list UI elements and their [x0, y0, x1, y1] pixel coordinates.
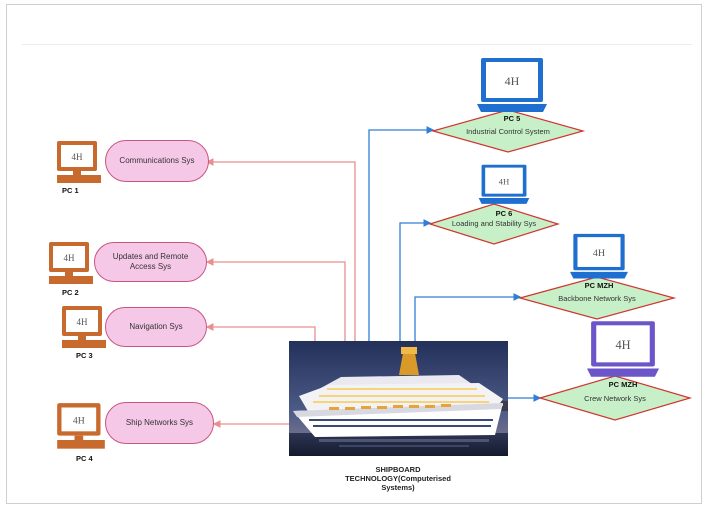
pill-updates-remote-access: Updates and Remote Access Sys	[94, 242, 207, 282]
link-communications	[205, 158, 356, 341]
link-navigation	[205, 323, 316, 341]
laptop-icon: 4H	[478, 164, 530, 204]
diamond-label-loading: Loading and Stability Sys	[451, 219, 537, 228]
diamond-loading	[427, 203, 561, 245]
diagram-caption: SHIPBOARD TECHNOLOGY(Computerised System…	[345, 465, 451, 492]
pill-ship-networks: Ship Networks Sys	[105, 402, 214, 444]
cruise-ship-image	[289, 341, 508, 456]
pc-label: PC 5	[503, 114, 521, 123]
desktop-pc-icon: 4H	[62, 306, 106, 348]
pc-label: PC 3	[76, 351, 93, 360]
diamond-crew	[537, 375, 693, 421]
diamond-industrial	[430, 109, 586, 153]
link-loading	[399, 219, 432, 341]
laptop-icon: 4H	[587, 321, 659, 377]
monitor-logo: 4H	[499, 176, 510, 186]
link-backbone	[414, 293, 522, 341]
header-divider	[22, 44, 692, 45]
monitor-logo: 4H	[593, 248, 605, 259]
monitor-logo: 4H	[73, 416, 85, 427]
pc-label: PC 1	[62, 186, 79, 195]
monitor-logo: 4H	[64, 253, 76, 263]
diamond-label-backbone: Backbone Network Sys	[558, 294, 636, 303]
pc-label: PC MZH	[608, 380, 638, 389]
monitor-logo: 4H	[72, 152, 84, 162]
pill-communications: Communications Sys	[105, 140, 209, 182]
pc-label: PC 2	[62, 288, 79, 297]
laptop-icon: 4H	[570, 233, 628, 279]
diamond-label-industrial: Industrial Control System	[466, 127, 550, 136]
link-updates	[205, 258, 346, 341]
pc-label: PC 6	[495, 209, 513, 218]
monitor-logo: 4H	[77, 317, 89, 327]
diamond-backbone	[517, 276, 677, 320]
desktop-pc-icon: 4H	[57, 403, 105, 449]
monitor-logo: 4H	[615, 338, 630, 352]
desktop-pc-icon: 4H	[57, 141, 101, 183]
diagram-frame	[6, 4, 702, 504]
pill-navigation: Navigation Sys	[105, 307, 207, 347]
monitor-logo: 4H	[505, 74, 520, 88]
pc-label: PC MZH	[584, 281, 614, 290]
desktop-pc-icon: 4H	[49, 242, 93, 284]
link-industrial	[368, 126, 435, 341]
pc-label: PC 4	[76, 454, 93, 463]
laptop-icon: 4H	[477, 58, 547, 112]
diamond-label-crew: Crew Network Sys	[584, 394, 646, 403]
